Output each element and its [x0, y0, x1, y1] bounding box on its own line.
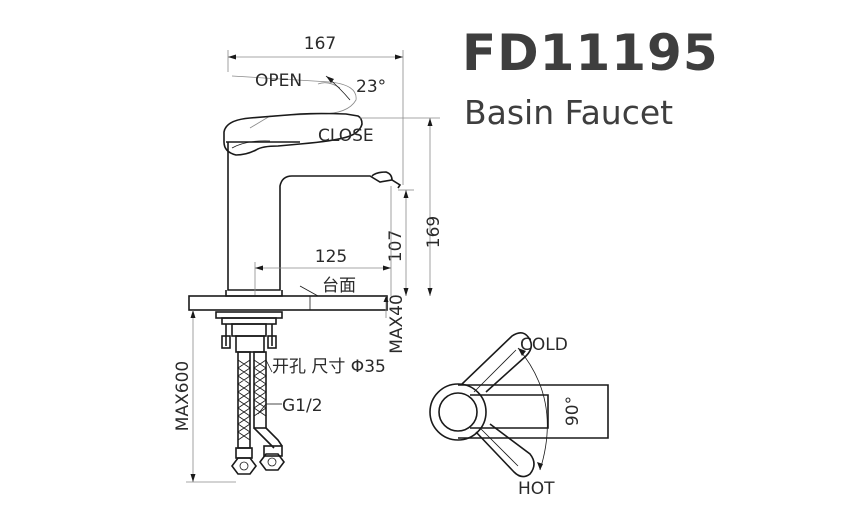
cold-label: COLD — [520, 335, 568, 355]
faucet-side-view — [223, 75, 402, 297]
angle-rotate-label: 90° — [563, 396, 583, 426]
dimension-width: 167 — [227, 34, 404, 185]
product-subtitle: Basin Faucet — [464, 93, 674, 132]
dimension-reach: 125 — [254, 186, 392, 296]
hole-size-label: 开孔 尺寸 Φ35 — [272, 357, 386, 377]
dimension-max-hose: MAX600 — [173, 310, 236, 483]
open-label: OPEN — [255, 71, 302, 91]
dimension-max-deck-label: MAX40 — [387, 294, 407, 354]
dimension-heights: 169 107 — [386, 118, 444, 296]
dimension-max-hose-label: MAX600 — [173, 361, 193, 431]
hot-label: HOT — [518, 479, 555, 499]
angle-open-label: 23° — [356, 77, 386, 97]
countertop: 台面 — [188, 276, 388, 311]
dimension-width-label: 167 — [304, 34, 336, 54]
callouts: 开孔 尺寸 Φ35 G1/2 — [257, 357, 386, 416]
dimension-spout-height-label: 107 — [386, 230, 406, 262]
dimension-reach-label: 125 — [315, 247, 347, 267]
hoses — [231, 351, 285, 475]
faucet-top-view: COLD HOT 90° — [429, 332, 609, 499]
dimension-height-label: 169 — [424, 216, 444, 248]
dimension-max-deck: MAX40 — [383, 294, 407, 354]
model-number: FD11195 — [462, 24, 719, 82]
mounting-hardware — [215, 311, 283, 353]
thread-label: G1/2 — [282, 396, 323, 416]
handle-annotations: OPEN 23° CLOSE — [255, 71, 440, 146]
countertop-label: 台面 — [322, 276, 356, 296]
close-label: CLOSE — [318, 126, 374, 146]
